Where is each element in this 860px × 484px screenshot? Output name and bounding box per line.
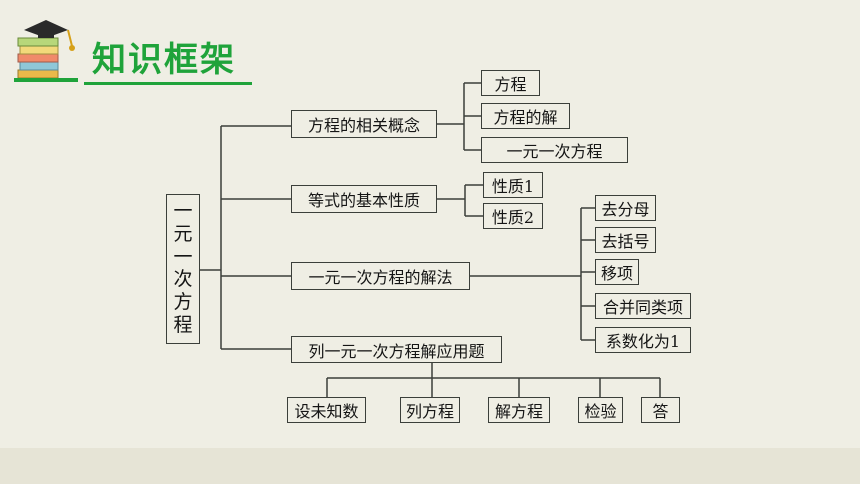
root-char: 一 — [173, 200, 193, 223]
equality-property-1: 性质1 — [483, 172, 543, 198]
branch-solving-methods: 一元一次方程的解法 — [291, 262, 470, 290]
step-remove-denominators: 去分母 — [595, 195, 656, 221]
concept-linear-equation: 一元一次方程 — [481, 137, 628, 163]
step-coefficient-to-one: 系数化为1 — [595, 327, 691, 353]
app-step-check: 检验 — [578, 397, 623, 423]
equality-property-2: 性质2 — [483, 203, 543, 229]
app-step-set-unknown: 设未知数 — [287, 397, 366, 423]
books-graduation-cap-icon — [14, 20, 78, 82]
title-underline — [84, 82, 252, 85]
page-title: 知识框架 — [92, 40, 236, 80]
step-remove-brackets: 去括号 — [595, 227, 656, 253]
concept-equation: 方程 — [481, 70, 540, 96]
app-step-solve-equation: 解方程 — [488, 397, 550, 423]
concept-equation-solution: 方程的解 — [481, 103, 570, 129]
bottom-band — [0, 448, 860, 484]
step-transpose: 移项 — [595, 259, 639, 285]
root-node-linear-equation: 一 元 一 次 方 程 — [166, 194, 200, 344]
root-char: 方 — [173, 291, 193, 314]
root-char: 次 — [173, 268, 193, 291]
root-char: 元 — [173, 223, 193, 246]
branch-word-problems: 列一元一次方程解应用题 — [291, 336, 502, 363]
root-char: 一 — [173, 245, 193, 268]
app-step-answer: 答 — [641, 397, 680, 423]
branch-equality-properties: 等式的基本性质 — [291, 185, 437, 213]
step-combine-like-terms: 合并同类项 — [595, 293, 691, 319]
header: 知识框架 — [0, 0, 860, 90]
app-step-write-equation: 列方程 — [400, 397, 460, 423]
root-char: 程 — [173, 313, 193, 336]
branch-concepts: 方程的相关概念 — [291, 110, 437, 138]
